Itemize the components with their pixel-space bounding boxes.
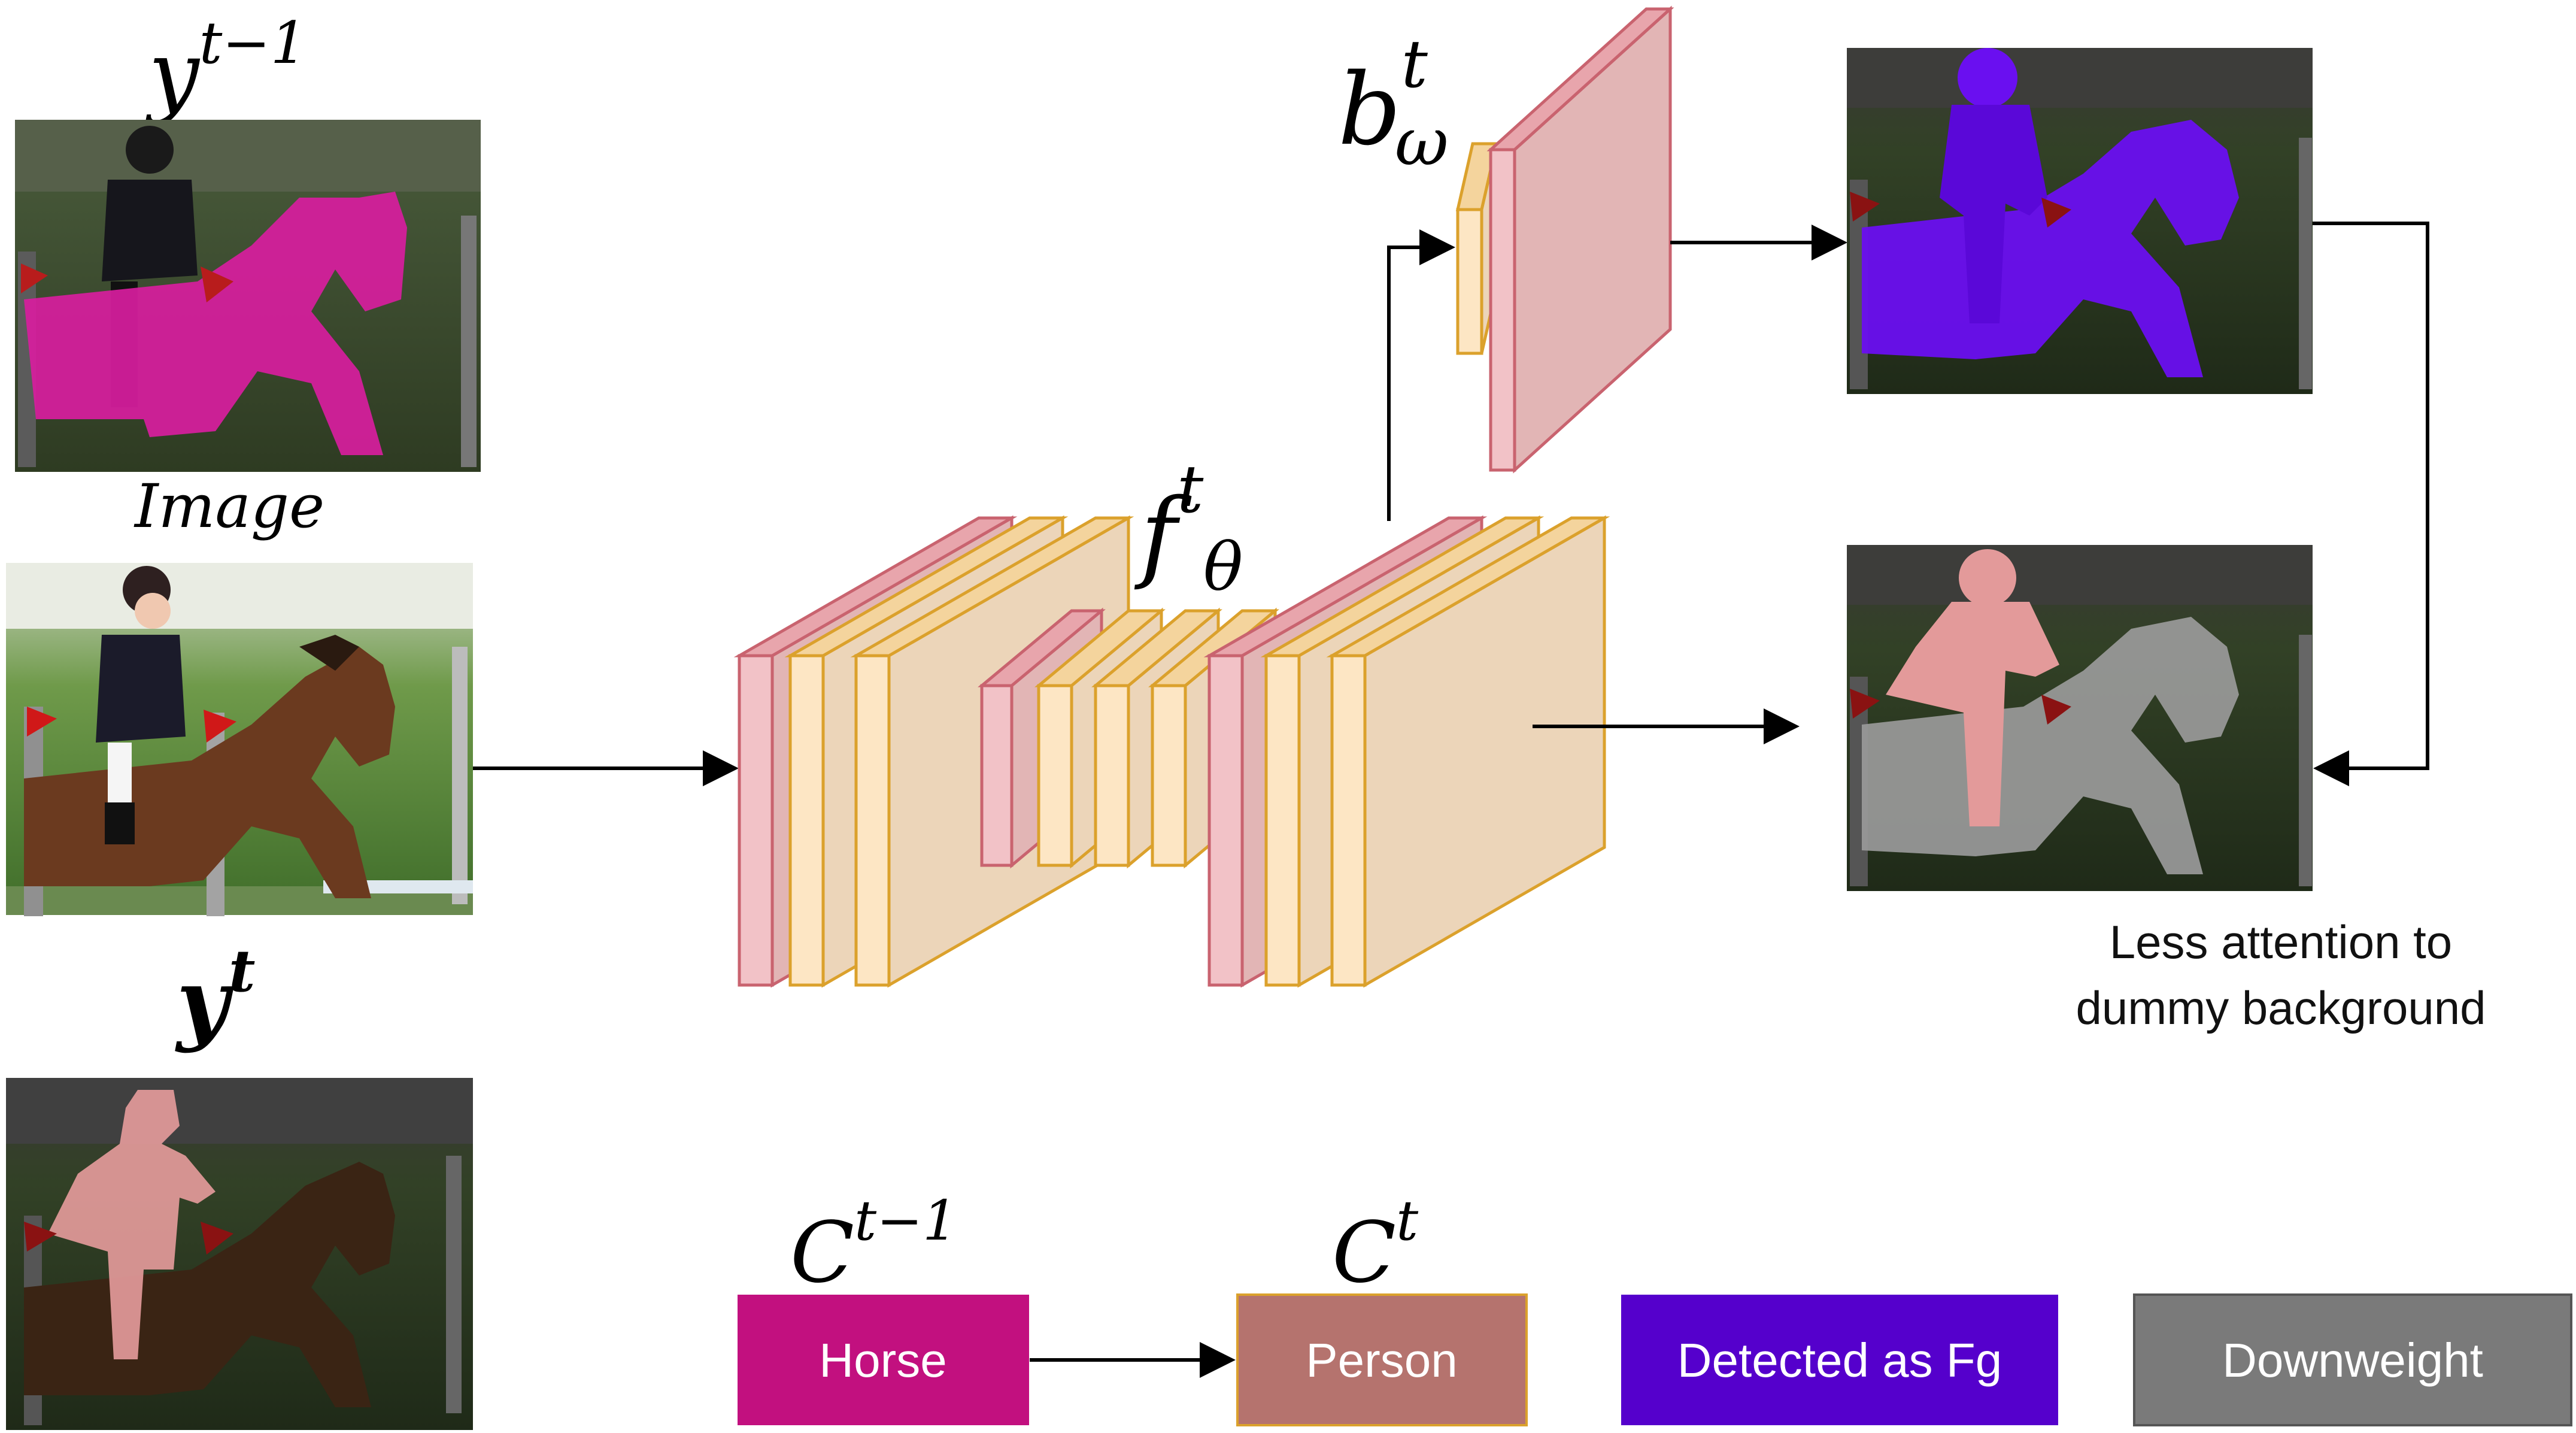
network-f-theta: [733, 515, 1610, 988]
photo-input-image: [6, 563, 473, 916]
svg-text:Detected as Fg: Detected as Fg: [1677, 1334, 2002, 1387]
svg-text:Downweight: Downweight: [2222, 1334, 2483, 1387]
label-f-theta-sub: θ: [1203, 529, 1243, 605]
note-line-2: dummy background: [2076, 981, 2486, 1034]
person-mask-shape: [48, 1090, 216, 1359]
svg-text:Person: Person: [1306, 1334, 1457, 1387]
label-y-prev: yt−1: [145, 10, 307, 126]
legend-horse: Horse: [738, 1295, 1029, 1425]
legend-detected-fg: Detected as Fg: [1621, 1295, 2058, 1425]
label-c-prev: Ct−1: [790, 1189, 958, 1302]
legend-person: Person: [1236, 1293, 1528, 1426]
arrow-network-to-classifier: [1387, 229, 1455, 521]
label-image: Image: [133, 471, 324, 541]
label-b-omega: bt: [1338, 26, 1428, 167]
note-line-1: Less attention to: [2110, 916, 2452, 968]
photo-downweight: [1847, 545, 2313, 891]
label-y-cur: yt: [175, 937, 256, 1055]
classifier-b-omega: [1455, 5, 1674, 474]
svg-text:Horse: Horse: [819, 1334, 946, 1387]
arrow-feedback: [2313, 222, 2429, 786]
photo-detected-fg: [1847, 48, 2313, 394]
photo-y-cur: [6, 1078, 473, 1430]
label-c-cur: Ct: [1332, 1189, 1419, 1302]
horse-mask-shape: [24, 192, 407, 455]
label-f-theta: ft: [1134, 451, 1204, 592]
label-b-omega-sub: ω: [1395, 104, 1449, 180]
photo-y-prev: [15, 120, 481, 472]
legend-downweight: Downweight: [2133, 1293, 2572, 1426]
